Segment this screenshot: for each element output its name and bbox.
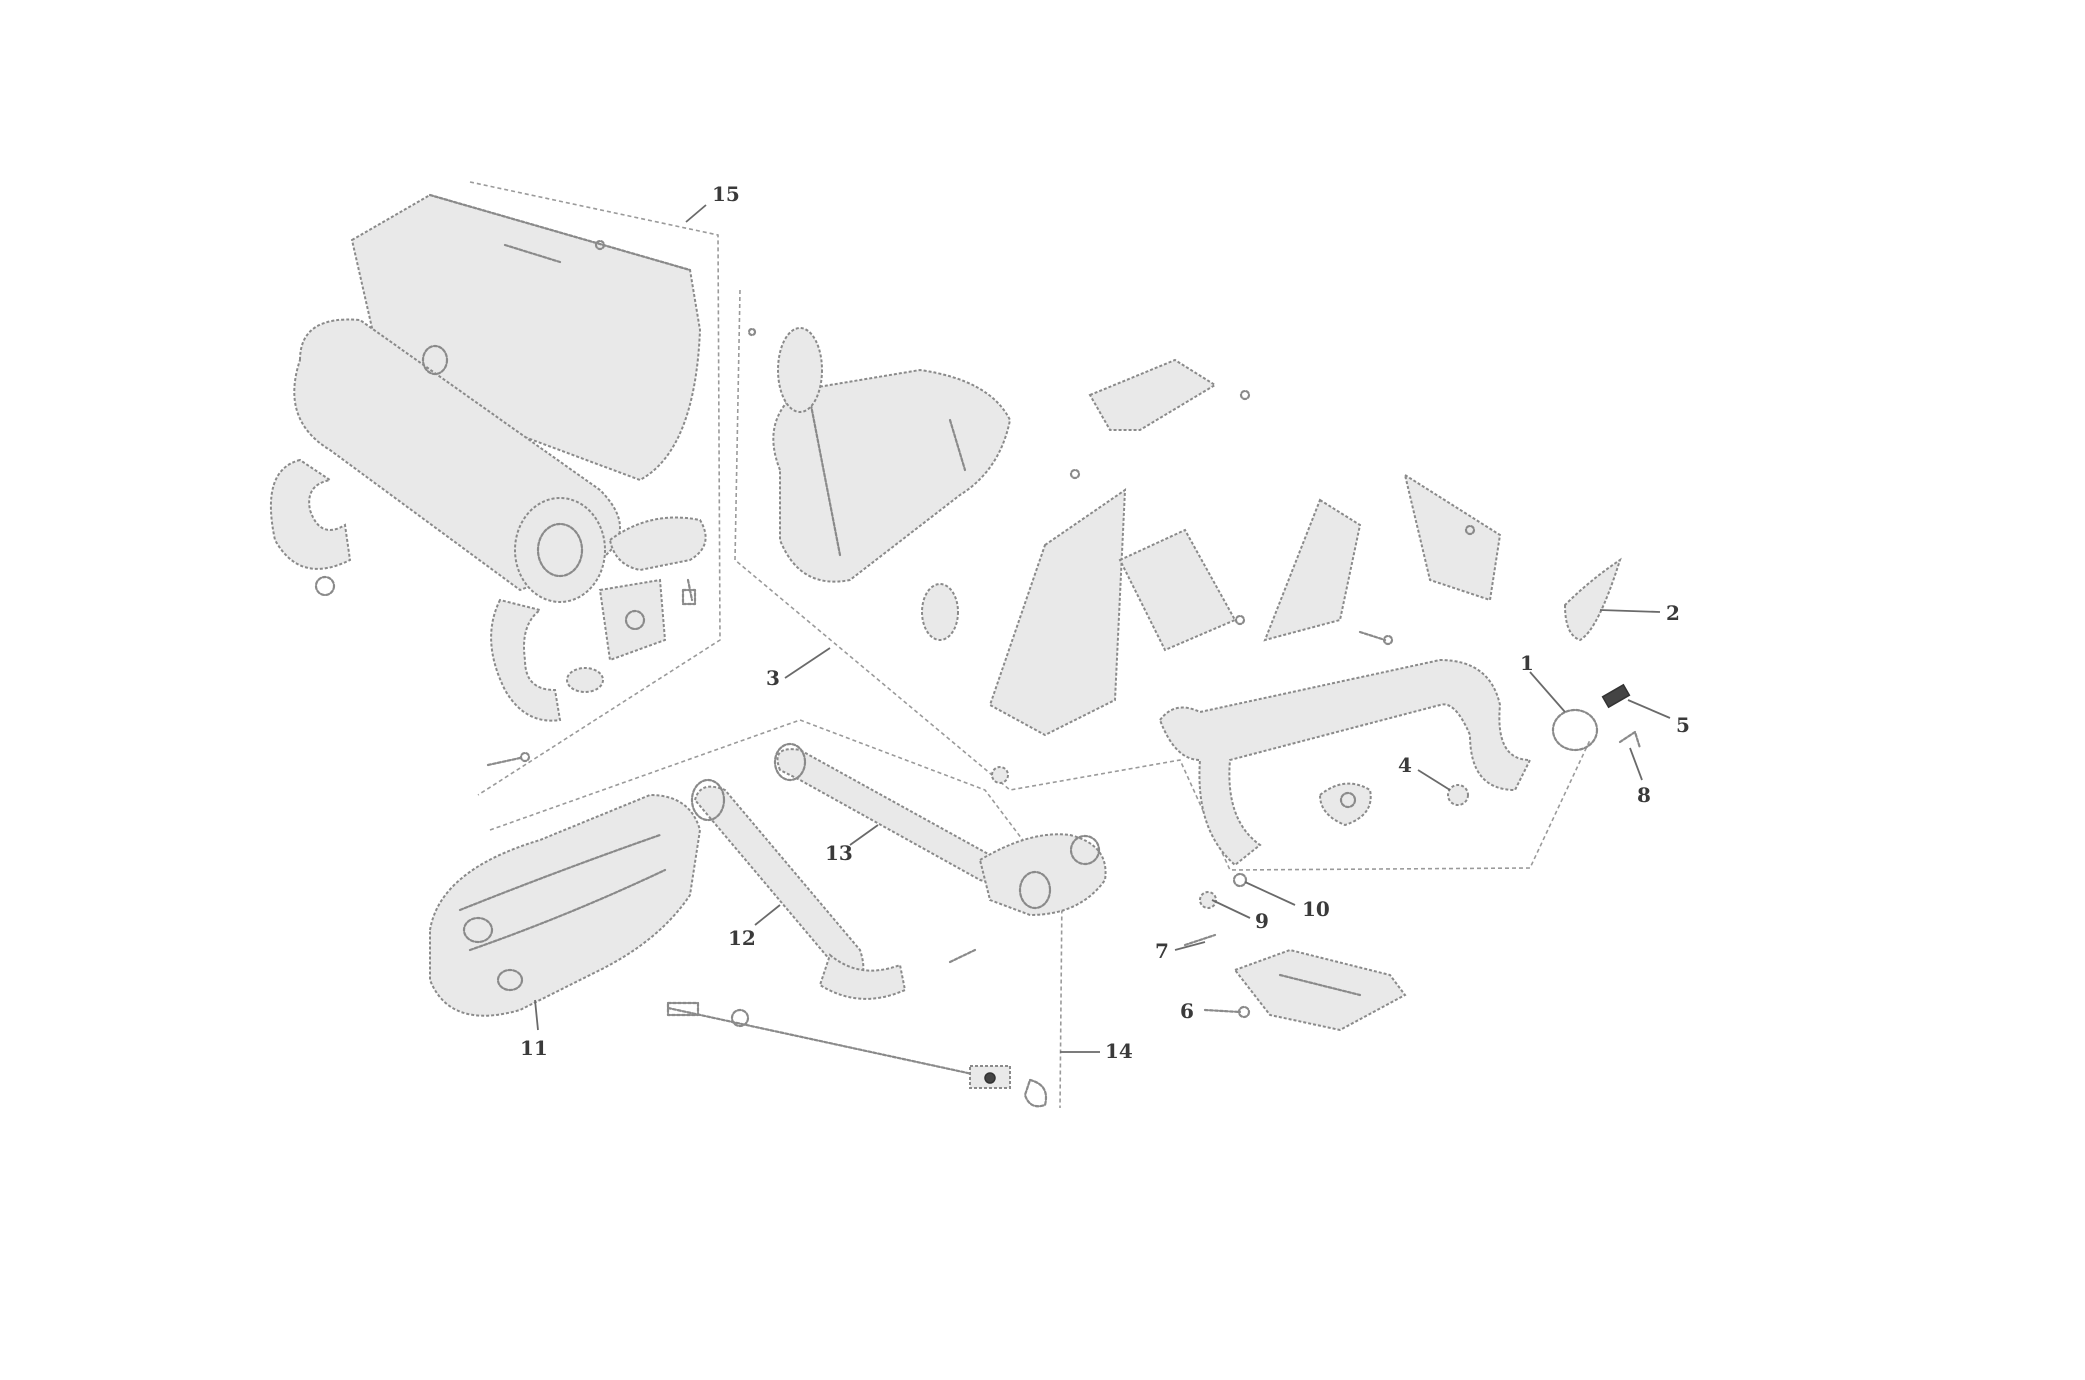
inlet-pipe-left: [269, 458, 352, 597]
muffler-11: [429, 793, 702, 1017]
mid-bracket: [1118, 528, 1246, 652]
top-bracket-plate: [1088, 358, 1251, 431]
leader-13: [849, 824, 879, 846]
leader-5: [1627, 699, 1671, 719]
clamp-top-center: [747, 327, 823, 413]
leader-7: [1174, 941, 1206, 951]
callout-14: 14: [1105, 1039, 1133, 1063]
callout-15: 15: [712, 182, 740, 206]
flange-gasket-right: [1318, 782, 1372, 827]
group-3-outline: [734, 289, 1591, 871]
gasket-left: [598, 578, 667, 662]
leader-9: [1211, 899, 1251, 919]
leader-3: [784, 647, 831, 679]
washer-9: [1199, 891, 1217, 909]
group-14-outline: [489, 719, 1063, 1109]
callout-8: 8: [1637, 783, 1651, 807]
mounting-bracket-tall: [988, 468, 1127, 737]
lower-bend-pipe: [490, 598, 562, 722]
callout-1: 1: [1520, 651, 1534, 675]
callout-11: 11: [520, 1036, 548, 1060]
nut-10: [1232, 872, 1248, 888]
angled-shield: [1263, 498, 1362, 642]
callout-2: 2: [1666, 601, 1680, 625]
group-15-outline: [469, 181, 721, 796]
callout-6: 6: [1180, 999, 1194, 1023]
link-pipe-12: [690, 778, 865, 987]
leader-1: [1529, 671, 1566, 713]
leader-11: [534, 999, 539, 1031]
callout-9: 9: [1255, 909, 1269, 933]
bolt-group-15: [486, 751, 531, 767]
joint-bend: [818, 953, 907, 1000]
nut-4: [1447, 784, 1469, 806]
rubber-mount: [921, 583, 959, 641]
right-shield-plate: [1403, 472, 1502, 602]
callout-10: 10: [1302, 897, 1330, 921]
callout-12: 12: [728, 926, 756, 950]
leader-8: [1629, 747, 1643, 781]
link-pipe-13: [773, 742, 1005, 887]
leader-10: [1244, 881, 1296, 906]
support-bracket-lower: [1233, 948, 1407, 1032]
callout-5: 5: [1676, 713, 1690, 737]
head-pipe-right: [1158, 658, 1599, 867]
spring-clip-8: [1618, 730, 1642, 750]
bolt-6: [1203, 1005, 1251, 1019]
heat-shield-top: [350, 193, 702, 482]
short-pipe-left: [608, 516, 707, 572]
callout-3: 3: [766, 666, 780, 690]
bolt-7: [1183, 933, 1217, 947]
sensor-rod-14: [666, 1001, 1048, 1108]
collector-pipe: [948, 766, 1107, 964]
spring-5: [1601, 683, 1631, 709]
leader-15: [685, 204, 707, 223]
clamp-ring-2: [1563, 557, 1622, 642]
bolt-mid-right: [1358, 630, 1394, 646]
callout-13: 13: [825, 841, 853, 865]
leader-4: [1417, 769, 1451, 791]
muffler-left: [293, 318, 621, 603]
clamp-left-small: [566, 578, 697, 693]
callout-4: 4: [1398, 753, 1412, 777]
heat-shield-center: [772, 368, 1012, 583]
leader-2: [1599, 609, 1661, 613]
leader-12: [754, 904, 781, 926]
callout-7: 7: [1155, 939, 1169, 963]
